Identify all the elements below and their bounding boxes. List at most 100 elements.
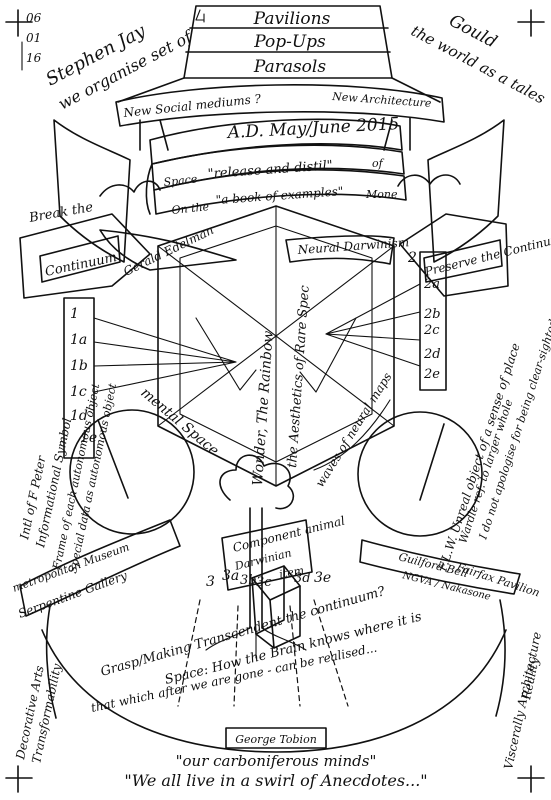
list-arrows xyxy=(93,283,421,393)
hexagon-mesh xyxy=(195,317,357,393)
curtain-space: Space xyxy=(163,172,198,189)
left-list-item: 1e xyxy=(80,430,97,446)
frame-posts xyxy=(139,117,411,151)
label-aesthetics-rare: the Aesthetics of Rare Spec xyxy=(285,284,313,468)
lower-circles xyxy=(69,409,483,537)
left-flag-shape xyxy=(19,213,151,299)
cross-mark-bottom-left xyxy=(5,765,33,793)
right-list-item: 2b xyxy=(423,307,441,322)
left-flag-continuum: Continuum xyxy=(44,250,119,280)
right-flag-shape xyxy=(399,213,509,297)
stair-label-pavilions: Pavilions xyxy=(253,9,331,29)
arc-text: Grasp/Making Transcendent the continuum?… xyxy=(90,584,424,715)
quote-carboniferous-minds: "our carboniferous minds" xyxy=(176,752,377,770)
left-cloud xyxy=(99,180,161,197)
left-list-item: 1d xyxy=(70,408,88,424)
circle-stems xyxy=(97,419,445,501)
tag-box xyxy=(221,519,313,591)
right-margin-notes: F.L.W. Unreal object of a sense of place… xyxy=(435,318,551,574)
num-3e: 3e xyxy=(314,570,331,586)
tree-canopy xyxy=(219,454,294,510)
tree-trunk xyxy=(249,507,263,629)
right-list-item: 2d xyxy=(423,347,441,362)
right-list-item: 2 xyxy=(407,250,417,266)
curtain-on-the: On the xyxy=(171,200,210,217)
num-3a: 3a xyxy=(222,568,239,584)
hexagon-spokes xyxy=(157,205,395,487)
label-waves-neural-maps: waves of neural maps xyxy=(313,370,395,490)
stair-steps xyxy=(185,27,391,53)
plaque-george-tobion: George Tobion xyxy=(235,733,317,746)
left-flag: Break the Continuum xyxy=(19,200,151,299)
cross-mark-top-right xyxy=(517,9,545,37)
left-list-item: 1a xyxy=(70,332,87,348)
number-three-series: 3 3a 3b 3c 3d 3e xyxy=(206,568,331,590)
right-list-item: 2c xyxy=(423,323,440,338)
frame-connectors xyxy=(117,77,441,103)
date-year: 16 xyxy=(26,51,42,65)
left-list-item: 1b xyxy=(70,358,88,374)
right-list-item: 2e xyxy=(423,367,440,382)
curtain-book-examples: "a book of examples" xyxy=(215,184,344,207)
text-after-we-are-gone: that which after we are gone - can be re… xyxy=(90,641,379,715)
left-circle xyxy=(69,409,195,535)
right-list: 2 2a 2b 2c 2d 2e xyxy=(407,250,447,391)
num-3c: 3c xyxy=(256,575,272,590)
left-flag-band xyxy=(39,235,121,283)
left-list-item: 1 xyxy=(70,306,79,322)
central-form: Gerald Edelman Neural Darwinism Wonder, … xyxy=(99,205,410,490)
lower-right-band-shape xyxy=(359,539,521,595)
right-flag: Preserve the Continuum xyxy=(399,213,551,297)
curtain-drape xyxy=(145,163,153,215)
date-day: 06 xyxy=(26,11,42,25)
quote-swirl-anecdotes: "We all live in a swirl of Anecdotes..." xyxy=(124,771,427,790)
wire-cube xyxy=(251,565,301,649)
date-stamp: 06 01 16 xyxy=(21,11,42,71)
stair-label-popups: Pop-Ups xyxy=(253,32,326,52)
curtain-of: of xyxy=(372,157,385,170)
cube-edges xyxy=(255,565,285,649)
curtain-issue: A.D. May/June 2015 xyxy=(225,114,400,143)
right-cloud xyxy=(397,174,461,187)
num-3d: 3d xyxy=(294,571,311,586)
curtain-release-distil: "release and distil" xyxy=(207,158,333,182)
margin-viscerally-architecture: Viscerally Architecture xyxy=(501,631,544,771)
right-list-item: 2a xyxy=(423,277,440,292)
cross-mark-top-left xyxy=(5,9,33,37)
left-list-box xyxy=(63,297,95,459)
curtain-mone: Mone xyxy=(365,188,398,201)
plaque: George Tobion xyxy=(225,727,327,749)
left-arch-arm xyxy=(45,605,57,719)
outer-arch xyxy=(41,629,507,753)
plaque-box xyxy=(225,727,327,749)
curtain-low xyxy=(153,169,407,215)
banner-shape xyxy=(115,84,445,127)
left-list-item: 1c xyxy=(70,384,87,400)
right-list-box xyxy=(419,251,447,391)
left-flag-break-the: Break the xyxy=(27,200,94,226)
stair-arrow xyxy=(195,9,205,23)
right-wing xyxy=(427,119,505,263)
waves-arc xyxy=(313,399,391,471)
left-margin-notes: Intl of F Peter Informational Symbol Fra… xyxy=(17,382,119,575)
cross-mark-bottom-right xyxy=(517,765,545,793)
right-circle xyxy=(357,411,483,537)
left-wing xyxy=(53,119,131,263)
left-ribbon xyxy=(99,229,237,271)
right-ribbon xyxy=(285,235,395,265)
stair-label-parasols: Parasols xyxy=(253,57,326,77)
num-3: 3 xyxy=(206,574,215,590)
dashed-projections xyxy=(177,599,349,707)
lower-left-band-shape xyxy=(19,519,181,617)
right-arch-arm xyxy=(495,599,506,717)
margin-reality: Reality xyxy=(519,656,542,702)
left-list: 1 1a 1b 1c 1d 1e xyxy=(63,297,97,459)
wings xyxy=(53,119,505,263)
right-flag-band xyxy=(423,239,503,283)
curtain: A.D. May/June 2015 Space "release and di… xyxy=(145,114,407,217)
corner-marks xyxy=(5,9,545,793)
date-month: 01 xyxy=(26,31,41,45)
staircase: Pavilions Pop-Ups Parasols xyxy=(183,5,393,79)
